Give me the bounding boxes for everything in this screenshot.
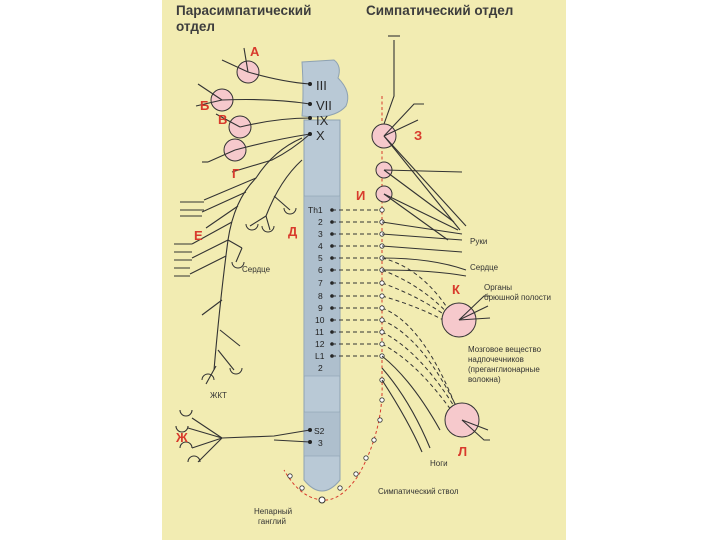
cranial-fibers [195, 47, 311, 173]
cord-section [303, 195, 341, 377]
segment-Th1: Th1 [308, 205, 323, 215]
parasympathetic-title-line1: Парасимпатический [176, 3, 312, 18]
letter-l: Л [458, 444, 467, 459]
letter-d: Д [288, 224, 298, 239]
sympathetic-trunk [283, 96, 383, 501]
preganglionic-fibers [332, 209, 461, 421]
segment-3: 3 [318, 229, 323, 239]
label-adrenal-line4: волокна) [468, 375, 501, 384]
nervous-system-diagram: III VII IX X [174, 35, 551, 526]
trunk-ganglia [287, 207, 385, 491]
cranial-synapse-dots [308, 82, 312, 136]
nerve-X: X [316, 128, 325, 143]
sympathetic-title: Симпатический отдел [366, 3, 514, 18]
label-gi: ЖКТ [210, 391, 227, 400]
diagram-panel: Парасимпатический отдел Симпатический от… [162, 0, 566, 540]
sacral-dots [308, 428, 312, 444]
segment-12: 12 [315, 339, 325, 349]
letter-k: К [452, 282, 460, 297]
nerve-VII: VII [316, 98, 332, 113]
label-unpaired-line1: Непарный [254, 507, 292, 516]
segment-5: 5 [318, 253, 323, 263]
nerve-IX: IX [316, 113, 329, 128]
segment-6: 6 [318, 265, 323, 275]
segment-11: 11 [315, 327, 324, 337]
letter-g: Г [232, 166, 240, 181]
label-hands: Руки [470, 237, 487, 246]
parasympathetic-title-line2: отдел [176, 19, 215, 34]
segment-S3: 3 [318, 438, 323, 448]
letter-z: З [414, 128, 422, 143]
unpaired-ganglion [318, 496, 326, 504]
letter-v: В [218, 112, 227, 127]
segment-9: 9 [318, 303, 323, 313]
label-heart-right: Сердце [470, 263, 499, 272]
segment-8: 8 [318, 291, 323, 301]
label-symp-trunk: Симпатический ствол [378, 487, 459, 496]
segment-L2: 2 [318, 363, 323, 373]
segment-4: 4 [318, 241, 323, 251]
label-abdominal-line1: Органы [484, 283, 512, 292]
label-adrenal-line2: надпочечников [468, 355, 524, 364]
segment-10: 10 [315, 315, 325, 325]
sacral-branches [175, 409, 311, 463]
letter-a: А [250, 44, 260, 59]
segment-7: 7 [318, 278, 323, 288]
label-heart-left: Сердце [242, 265, 271, 274]
label-legs: Ноги [430, 459, 448, 468]
label-adrenal-line1: Мозговое вещество [468, 345, 542, 354]
vagus-branches [189, 137, 303, 385]
nerve-III: III [316, 78, 327, 93]
letter-e: Е [194, 228, 203, 243]
label-unpaired-line2: ганглий [258, 517, 286, 526]
letter-i: И [356, 188, 365, 203]
cord-sacral-section [303, 411, 341, 457]
letter-zh: Ж [175, 430, 188, 445]
segment-S2: S2 [314, 426, 325, 436]
cranial-ganglia [210, 60, 260, 162]
vagus-terminals [174, 201, 297, 381]
letter-b: Б [200, 98, 209, 113]
label-abdominal-line2: брюшной полости [484, 293, 551, 302]
segment-2: 2 [318, 217, 323, 227]
label-adrenal-line3: (преганглионарные [468, 365, 540, 374]
segment-L1: L1 [315, 351, 325, 361]
parasympathetic-title: Парасимпатический отдел [176, 3, 311, 35]
abdominal-fibers [381, 295, 491, 453]
cervical-fibers [381, 35, 467, 277]
